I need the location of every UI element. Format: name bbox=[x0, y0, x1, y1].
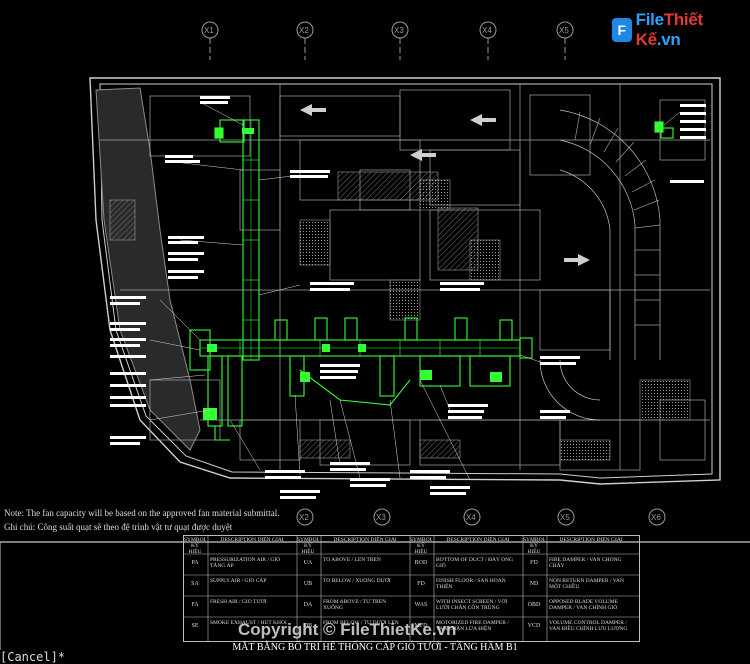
grid-axis-bottom: X2 X3 X4 X5 X6 bbox=[296, 508, 666, 526]
fresh-air-duct-system[interactable] bbox=[189, 119, 674, 441]
callout-leaders bbox=[149, 101, 681, 481]
grid-label: X5 bbox=[560, 513, 570, 522]
watermark-text-a: File bbox=[635, 10, 664, 29]
legend-symbol: ND bbox=[529, 581, 539, 587]
command-line[interactable]: [Cancel]* bbox=[0, 650, 750, 664]
legend-description: FINISH FLOOR / SÀN HOÀN THIỆN bbox=[436, 578, 506, 590]
watermark-text-b: Thiết Kế bbox=[635, 10, 704, 49]
legend-symbol: VCD bbox=[527, 623, 541, 629]
legend-description: VOLUME CONTROL DAMPER / VAN ĐIỀU CHỈNH L… bbox=[549, 620, 628, 632]
legend-symbol: UA bbox=[303, 560, 313, 566]
spiral-ramp bbox=[539, 109, 661, 421]
legend-description: OPPOSED BLADE VOLUME DAMPER / VAN CHỈNH … bbox=[549, 599, 618, 611]
legend-symbol: BOD bbox=[414, 560, 428, 566]
legend-header-description: DESCRIPTION DIỄN GIẢI bbox=[446, 537, 510, 543]
legend-symbol: FD bbox=[530, 560, 538, 566]
legend-description: FRESH AIR / GIÓ TƯƠI bbox=[210, 599, 267, 605]
legend-description: FROM BELOW / TỪ DƯỚI LÊN bbox=[323, 620, 399, 626]
legend-description: PRESSURIZATION AIR / GIÓ TĂNG ÁP bbox=[210, 557, 281, 569]
grid-label: X4 bbox=[466, 513, 476, 522]
legend-description: TO BELOW / XUỐNG DƯỚI bbox=[323, 578, 391, 584]
legend-symbol: SA bbox=[191, 581, 199, 587]
legend-description: TO ABOVE / LÊN TRÊN bbox=[323, 557, 381, 563]
watermark-text-c: .vn bbox=[656, 30, 681, 49]
legend-description: MOTORIZED FIRE DAMPER / VAN CHẶN LỬA ĐIỆ… bbox=[436, 620, 509, 632]
legend-symbol: FA bbox=[191, 602, 199, 608]
legend-description: FROM ABOVE / TỪ TRÊN XUỐNG bbox=[323, 599, 387, 611]
legend-symbol: MFD bbox=[414, 623, 428, 629]
legend-header-description: DESCRIPTION DIỄN GIẢI bbox=[220, 537, 284, 543]
legend-symbol: OBD bbox=[527, 602, 541, 608]
grid-axis-top: X1 X2 X3 X4 X5 bbox=[201, 21, 574, 60]
watermark-logo-icon: F bbox=[612, 18, 632, 42]
legend-header-symbol: SYMBOL KÝ HIỆU bbox=[410, 537, 432, 555]
legend-symbol: DB bbox=[303, 623, 313, 629]
note-english: Note: The fan capacity will be based on … bbox=[4, 508, 280, 518]
watermark-text: FileThiết Kế.vn bbox=[636, 10, 750, 50]
grid-label: X4 bbox=[482, 26, 492, 35]
legend-symbol: FD bbox=[417, 581, 425, 587]
filethietke-watermark: F FileThiết Kế.vn bbox=[612, 10, 750, 50]
legend-header-symbol: SYMBOL KÝ HIỆU bbox=[523, 537, 545, 555]
command-text: [Cancel]* bbox=[0, 650, 66, 664]
traffic-arrows bbox=[300, 104, 590, 266]
grid-label: X2 bbox=[299, 26, 309, 35]
legend-header-description: DESCRIPTION DIỄN GIẢI bbox=[559, 537, 623, 543]
legend-description: FIRE DAMPER / VAN CHỐNG CHÁY bbox=[549, 557, 622, 569]
legend-symbol: SE bbox=[191, 623, 199, 629]
note-vietnamese: Ghi chú: Công suất quạt sẽ theo đệ trình… bbox=[4, 522, 233, 532]
legend-header-symbol: SYMBOL KÝ HIỆU bbox=[184, 537, 206, 555]
legend-table bbox=[183, 535, 640, 642]
grid-label: X3 bbox=[376, 513, 386, 522]
grid-label: X3 bbox=[394, 26, 404, 35]
grid-label: X2 bbox=[299, 513, 309, 522]
legend-description: SUPPLY AIR / GIÓ CẤP bbox=[210, 578, 267, 584]
legend-symbol: WAS bbox=[414, 602, 428, 608]
drawing-title-vi: MẶT BẰNG BỐ TRÍ HỆ THỐNG CẤP GIÓ TƯƠI - … bbox=[232, 642, 518, 653]
legend-symbol: DA bbox=[303, 602, 313, 608]
grid-label: X1 bbox=[204, 26, 214, 35]
legend-header-description: DESCRIPTION DIỄN GIẢI bbox=[333, 537, 397, 543]
callout-labels bbox=[110, 96, 706, 499]
grid-label: X5 bbox=[559, 26, 569, 35]
legend-symbol: PA bbox=[191, 560, 199, 566]
grid-label: X6 bbox=[651, 513, 661, 522]
legend-description: BOTTOM OF DUCT / ĐÁY ỐNG GIÓ bbox=[436, 557, 514, 569]
legend-description: SMOKE EXHAUST / HÚT KHÓI bbox=[210, 620, 287, 626]
hatched-zones bbox=[109, 171, 691, 461]
legend-description: WITH INSECT SCREEN / VỚI LƯỚI CHẮN CÔN T… bbox=[436, 599, 508, 611]
legend-description: NON RETURN DAMPER / VAN MỘT CHIỀU bbox=[549, 578, 624, 590]
legend-symbol: UB bbox=[303, 581, 313, 587]
copyright-watermark: Copyright © FileThietKe.vn bbox=[238, 620, 457, 639]
legend-header-symbol: SYMBOL KÝ HIỆU bbox=[297, 537, 319, 555]
